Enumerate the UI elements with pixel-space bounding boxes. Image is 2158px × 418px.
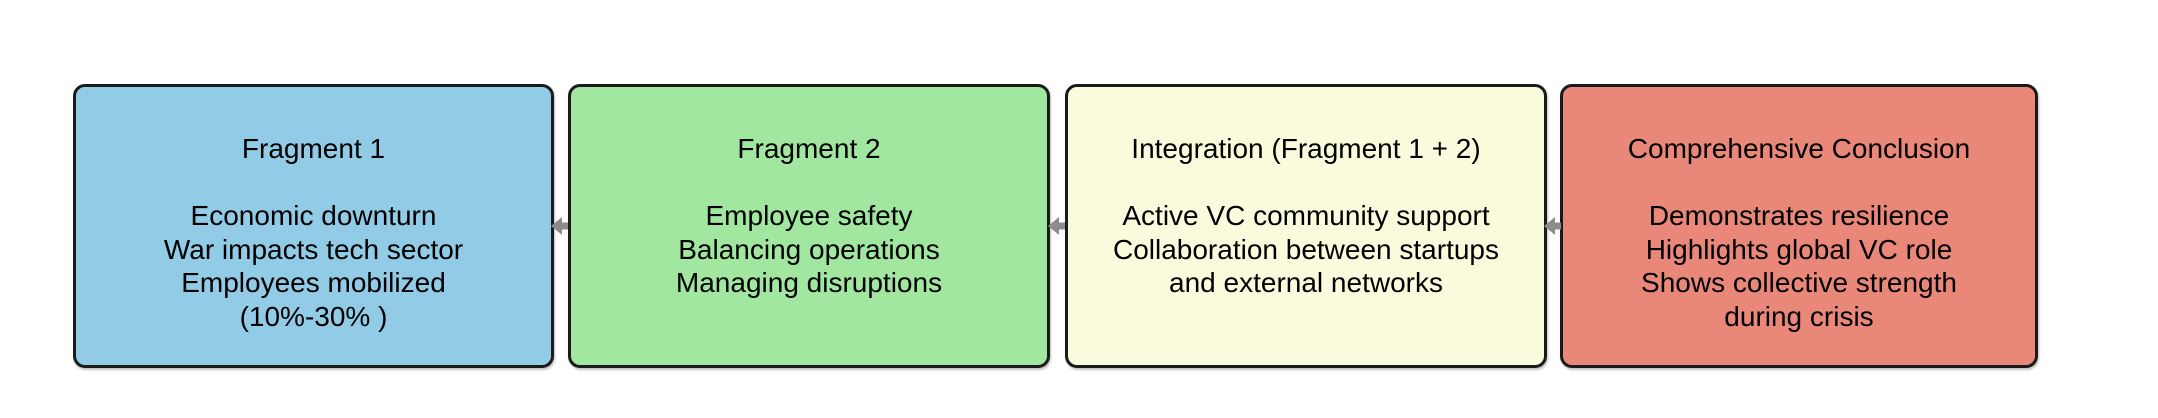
arrow-left-icon [551,217,568,235]
node-title: Integration (Fragment 1 + 2) [1131,133,1481,164]
node-title: Fragment 2 [737,133,881,164]
node-title: Comprehensive Conclusion [1627,133,1971,164]
node-fragment-2: Fragment 2 Employee safety Balancing ope… [568,84,1050,368]
arrow-left-icon [1544,217,1561,235]
node-integration: Integration (Fragment 1 + 2) Active VC c… [1065,84,1547,368]
node-body: Employee safety Balancing operations Man… [675,200,943,298]
arrow-left-icon [1048,217,1065,235]
node-comprehensive-conclusion: Comprehensive Conclusion Demonstrates re… [1560,84,2038,368]
node-title: Fragment 1 [241,133,386,164]
node-body: Economic downturn War impacts tech secto… [163,200,464,332]
node-body: Demonstrates resilience Highlights globa… [1641,200,1957,332]
node-fragment-1: Fragment 1 Economic downturn War impacts… [73,84,554,368]
node-body: Active VC community support Collaboratio… [1112,200,1499,298]
